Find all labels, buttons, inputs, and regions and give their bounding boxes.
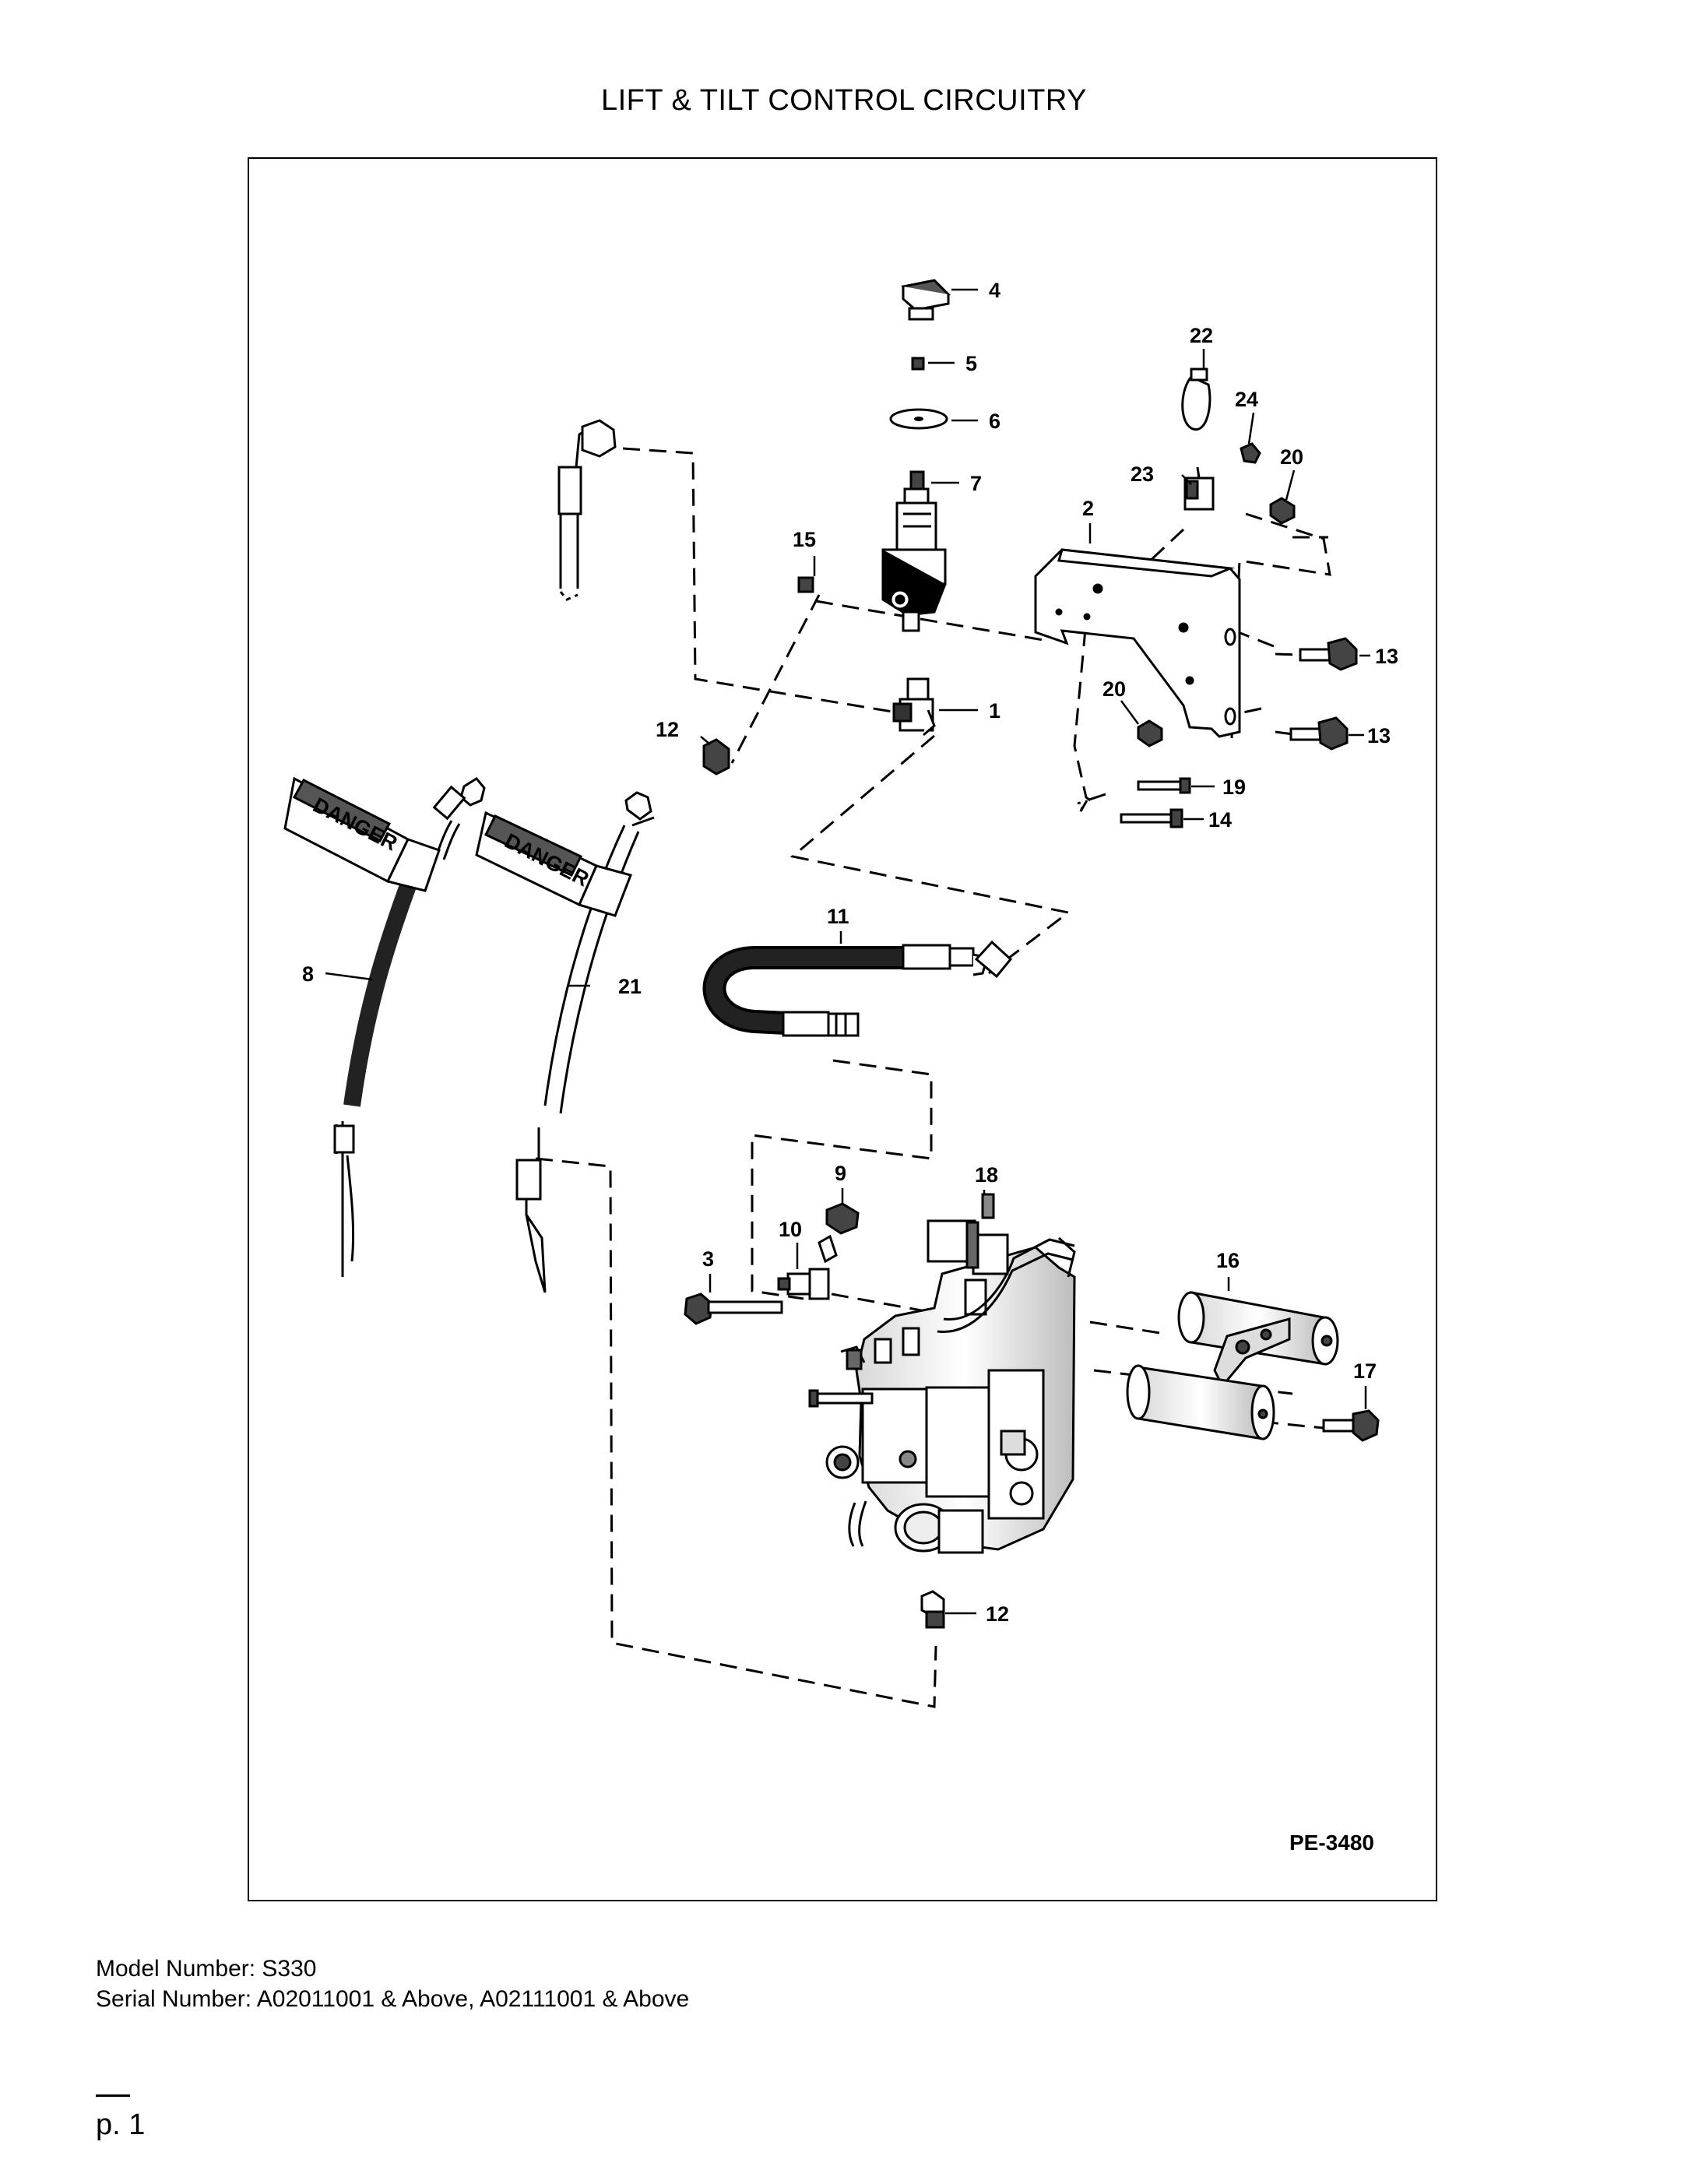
main-control-valve (808, 1193, 1076, 1554)
part-bolts-13 (1289, 637, 1358, 751)
callout-11: 11 (827, 905, 849, 928)
callout-12-upper: 12 (656, 718, 679, 741)
callout-19: 19 (1222, 775, 1246, 799)
part-bracket (1034, 548, 1241, 738)
callout-22: 22 (1190, 324, 1213, 347)
callout-18: 18 (975, 1163, 998, 1187)
part-line-21 (515, 791, 655, 1293)
part-valve (881, 470, 947, 632)
callout-2: 2 (1082, 497, 1094, 520)
part-hose-11 (702, 940, 1013, 1037)
callout-8: 8 (302, 962, 314, 986)
callout-4: 4 (989, 279, 1000, 302)
part-spacer-16 (1126, 1291, 1339, 1440)
decal-danger-21: DANGER (475, 811, 632, 917)
part-cap (901, 279, 951, 321)
callout-21: 21 (618, 975, 642, 998)
diagram-frame (248, 157, 1437, 1901)
callout-15: 15 (793, 528, 816, 551)
callout-10: 10 (779, 1218, 802, 1241)
callout-leaders (325, 288, 1370, 1615)
callout-17: 17 (1353, 1359, 1377, 1383)
callout-23: 23 (1131, 462, 1154, 486)
decal-danger-8: DANGER (283, 776, 441, 892)
callout-20-lower: 20 (1102, 677, 1126, 701)
callout-numbers: 4 5 6 7 15 1 12 2 22 24 23 20 13 13 20 1… (302, 279, 1398, 1626)
callout-6: 6 (989, 410, 1000, 433)
callout-13-lower: 13 (1367, 724, 1391, 747)
upper-hose (557, 419, 617, 601)
part-bolt-3 (684, 1292, 783, 1325)
callout-1: 1 (989, 699, 1000, 723)
part-fittings-9-10 (777, 1202, 860, 1300)
page-number: p. 1 (96, 2108, 146, 2141)
part-elbow-fitting (892, 677, 936, 737)
page-number-rule (96, 2094, 130, 2097)
part-nut-20-upper (1269, 497, 1296, 525)
assembly-dash-lines (535, 447, 1331, 1708)
callout-14: 14 (1208, 808, 1232, 832)
part-nut-20-lower (1137, 719, 1163, 747)
part-bolt-17 (1322, 1409, 1380, 1442)
part-bolts-19-14 (1120, 777, 1191, 828)
page-title: LIFT & TILT CONTROL CIRCUITRY (600, 84, 1087, 117)
callout-12-lower: 12 (986, 1602, 1009, 1626)
callout-24: 24 (1235, 388, 1258, 411)
model-number: Model Number: S330 (96, 1956, 317, 1982)
part-plug-15 (797, 576, 814, 593)
callout-7: 7 (970, 472, 982, 495)
figure-id: PE-3480 (1289, 1831, 1374, 1855)
callout-20-upper: 20 (1280, 445, 1303, 469)
part-fitting-12-upper (702, 738, 730, 775)
part-fitting-12-lower (920, 1590, 945, 1629)
part-nut-5 (911, 357, 925, 371)
callout-13-upper: 13 (1375, 645, 1398, 668)
callout-3: 3 (702, 1247, 714, 1271)
callout-16: 16 (1216, 1249, 1240, 1272)
serial-number: Serial Number: A02011001 & Above, A02111… (96, 1986, 690, 2012)
callout-5: 5 (965, 352, 977, 375)
callout-9: 9 (835, 1162, 846, 1185)
